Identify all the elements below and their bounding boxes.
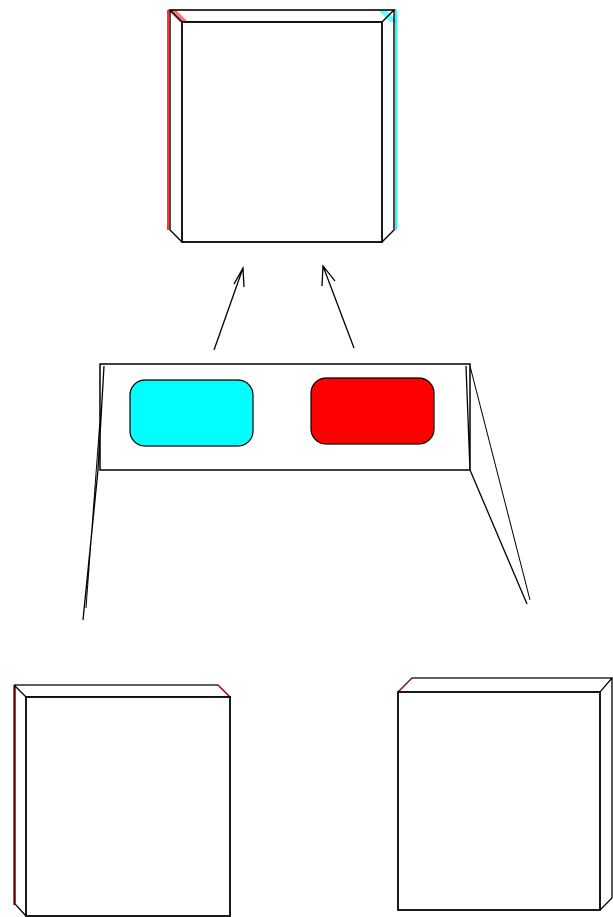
right-eye-view-cube [397, 677, 613, 911]
cube-top-face [13, 684, 232, 698]
right-temple-arm-inner [469, 365, 531, 601]
arrowhead-icon [233, 265, 245, 288]
left-temple-arm-inner [85, 419, 101, 609]
red-right-lens [310, 377, 435, 445]
left-eye-arrow [213, 265, 245, 351]
cube-right-face [381, 10, 395, 243]
cube-right-face [599, 678, 613, 911]
left-temple-arm [82, 365, 105, 621]
cube-top-face [397, 677, 613, 693]
cube-front-face [397, 691, 601, 911]
cyan-left-lens [129, 379, 254, 447]
cube-left-face [169, 10, 183, 243]
red-fringe-corner [217, 684, 231, 698]
cube-left-face [14, 685, 27, 917]
right-temple-arm [465, 365, 528, 605]
right-eye-arrow [321, 264, 355, 349]
left-eye-view-cube [13, 684, 232, 917]
anaglyph-glasses [82, 363, 531, 621]
red-fringe-corner [397, 677, 413, 693]
arrowhead-icon [321, 264, 336, 287]
cube-front-face [181, 21, 383, 243]
perceived-3d-cube [167, 9, 398, 243]
cube-top-face [169, 9, 396, 23]
cube-front-face [25, 696, 231, 917]
